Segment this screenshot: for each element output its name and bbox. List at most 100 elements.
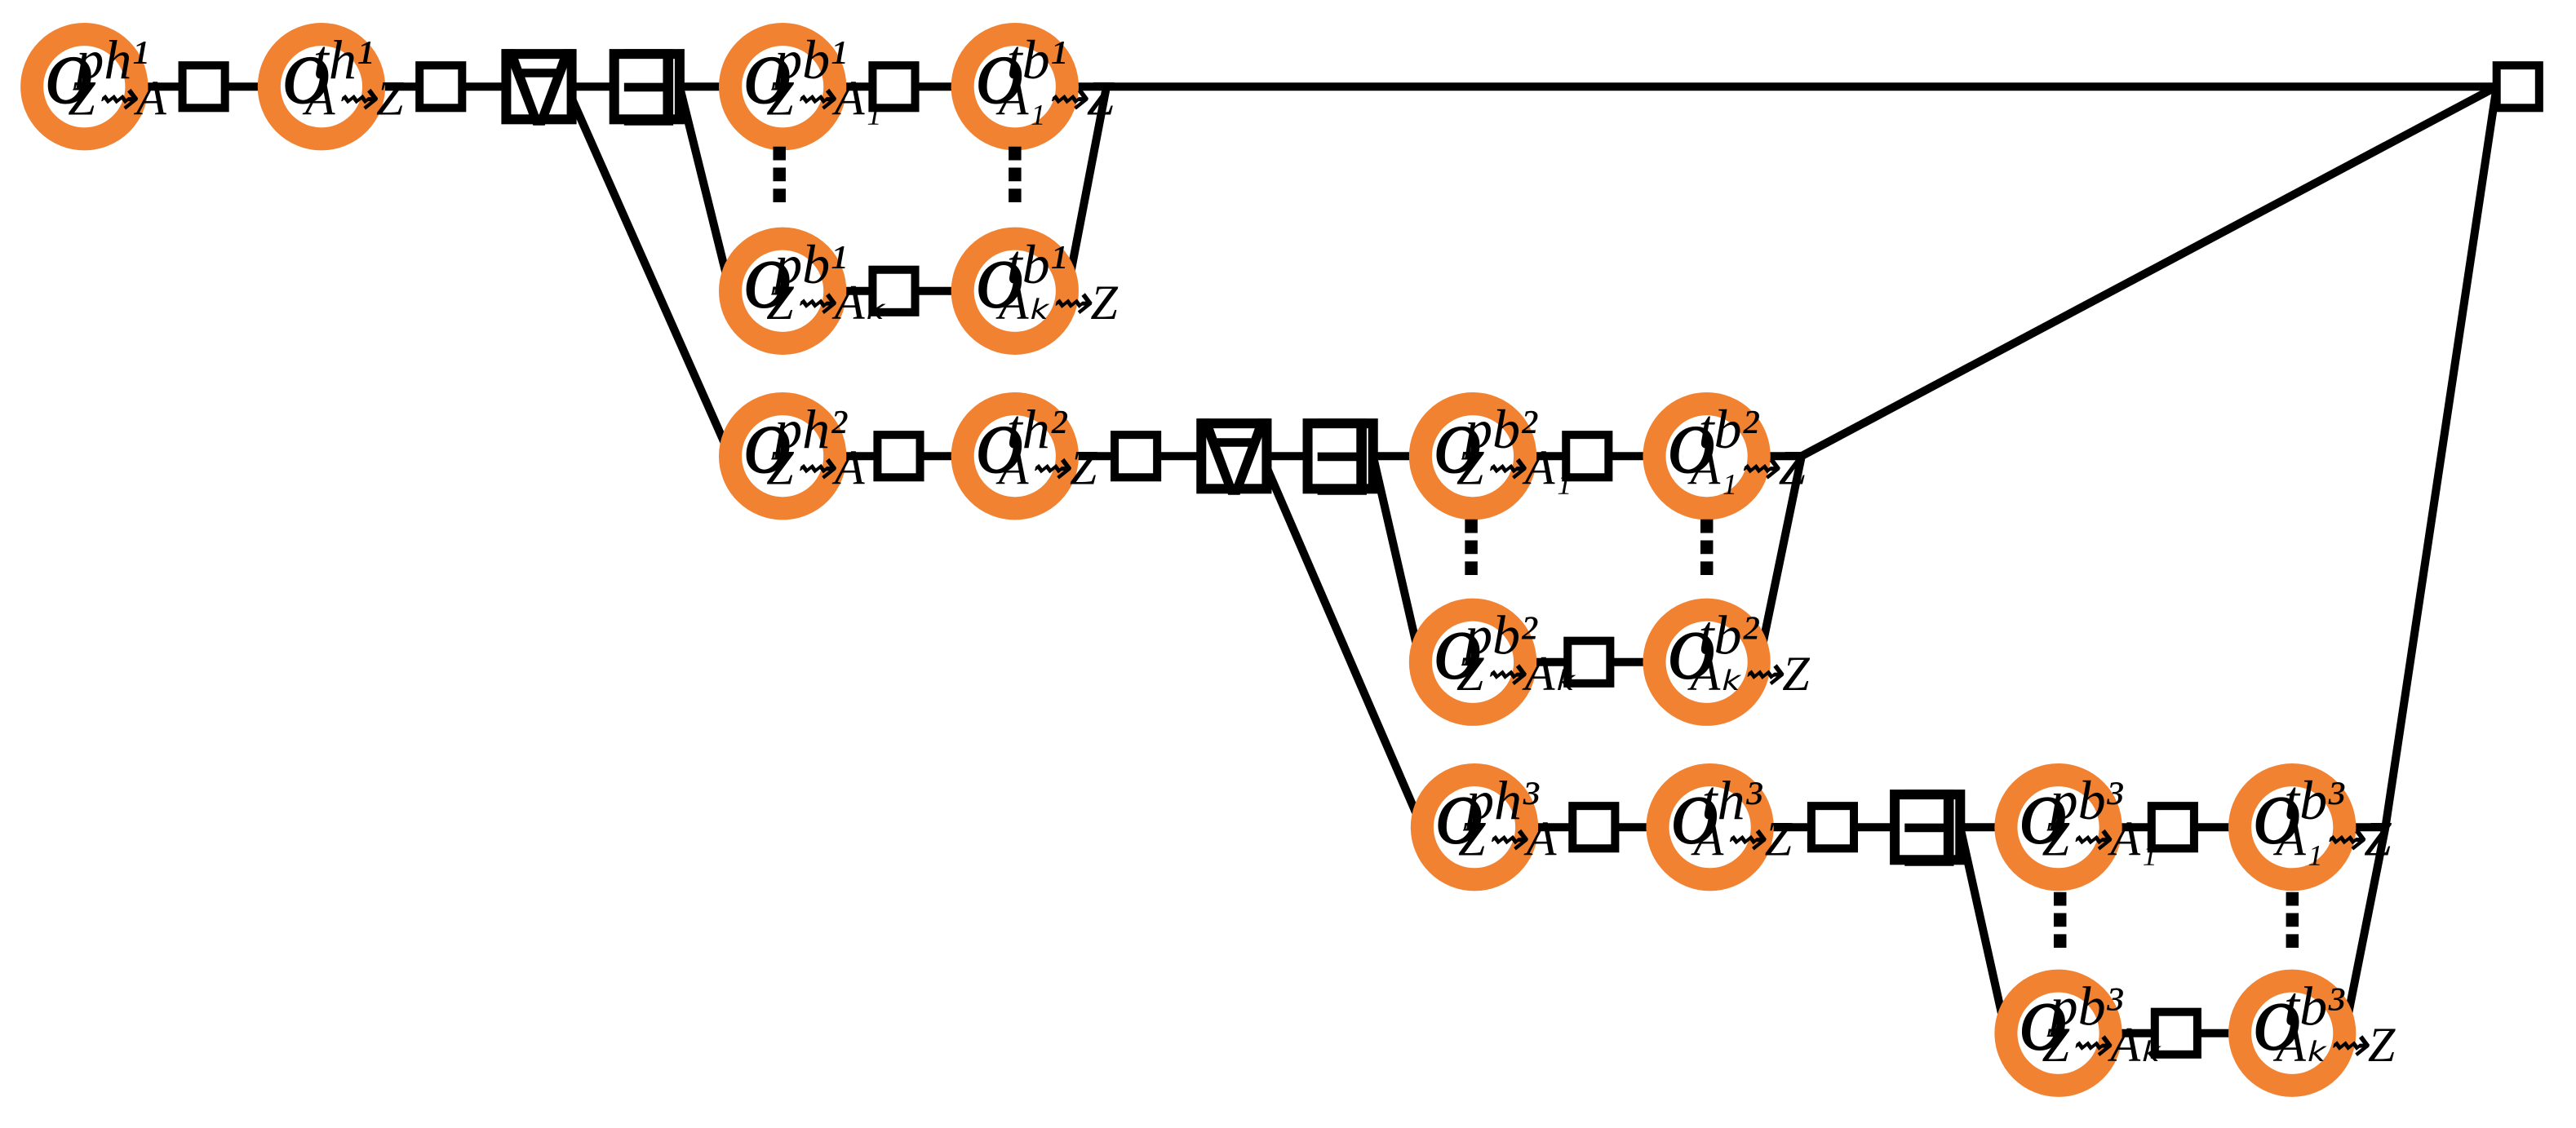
node-ring (257, 23, 386, 151)
factor-square (178, 61, 229, 113)
exists-symbol: ∃ (1307, 399, 1373, 520)
graph-edge (568, 96, 734, 458)
exists-symbol: ∃ (1895, 770, 1961, 891)
exists-factor: ∃ (1302, 399, 1378, 520)
node-subscript: Z⇝A (68, 71, 166, 126)
node-superscript: tb² (1699, 398, 1760, 460)
node-subscript: A⇝Z (1691, 812, 1793, 866)
exists-factor: ∃ (609, 29, 685, 151)
node-superscript: ph³ (1463, 769, 1540, 831)
node-ring (1643, 598, 1771, 726)
node-letter: o (743, 386, 792, 494)
node-letter: o (2253, 757, 2302, 865)
node-letter: o (282, 16, 331, 125)
node-subscript: Aₖ⇝Z (2272, 1018, 2396, 1073)
node-letter: o (976, 386, 1025, 494)
factor-square (868, 61, 920, 113)
node-subscript: A⇝Z (995, 440, 1097, 495)
forall-symbol: ∀ (503, 29, 575, 151)
factor-square (415, 61, 467, 113)
node-superscript: pb¹ (771, 29, 847, 91)
node-ring (1994, 763, 2122, 891)
node-subscript: Aₖ⇝Z (995, 276, 1119, 330)
edges (136, 82, 2501, 1037)
node-ring (1408, 598, 1537, 726)
node-letter: o (1434, 386, 1483, 494)
vertical-ellipsis: ⋮ (2256, 878, 2328, 962)
graph-edge (1062, 86, 1111, 292)
factor-square (1562, 431, 1613, 482)
node-superscript: ph² (771, 398, 848, 460)
node-superscript: pb² (1461, 604, 1538, 666)
node-subscript: Z⇝A₁ (766, 71, 881, 126)
node-subscript: Z⇝Aₖ (766, 276, 886, 330)
factor-square (1807, 802, 1859, 853)
factor-square (868, 265, 920, 316)
factor-square (1111, 431, 1162, 482)
factor-square (1568, 802, 1620, 853)
factor-square (2492, 61, 2543, 113)
graph-edge (2340, 826, 2390, 1034)
quantifier-box (1302, 418, 1378, 494)
node-subscript: Z⇝A₁ (1456, 440, 1572, 495)
vertical-ellipsis: ⋮ (1671, 506, 1743, 590)
factor-square (1563, 636, 1615, 688)
quantifier-box (1890, 790, 1966, 865)
factor-square (2150, 1007, 2201, 1059)
node-subscript: Z⇝A (766, 440, 865, 495)
forall-factor: ∀ (1196, 399, 1272, 520)
node-letter: o (1435, 757, 1484, 865)
graph-edge (676, 86, 734, 292)
node-subscript: Z⇝A (1458, 812, 1557, 866)
ellipsis-marks: ⋮⋮⋮⋮⋮⋮ (743, 133, 2328, 962)
quantifier-box (501, 49, 577, 125)
node-superscript: pb² (1461, 398, 1538, 460)
node-ring (1408, 392, 1537, 520)
node-ring (1410, 763, 1539, 891)
node-subscript: A⇝Z (302, 71, 404, 126)
node-superscript: tb³ (2284, 975, 2345, 1037)
node-superscript: th² (1007, 398, 1068, 460)
node-ring (718, 23, 847, 151)
node-ring (951, 227, 1079, 355)
node-subscript: Aₖ⇝Z (1687, 647, 1811, 701)
node-letter: o (1671, 757, 1720, 865)
graph-edge (1754, 455, 1806, 663)
node-superscript: tb³ (2284, 769, 2345, 831)
node-letter: o (45, 16, 94, 125)
node-letter: o (1668, 592, 1717, 701)
node-subscript: A₁⇝Z (2272, 812, 2392, 866)
factor-square (2147, 802, 2198, 853)
node-superscript: ph¹ (73, 29, 149, 91)
vertical-ellipsis: ⋮ (1435, 506, 1507, 590)
node-ring (20, 23, 149, 151)
graph-edge (1368, 455, 1425, 663)
node-superscript: th³ (1702, 769, 1763, 831)
node-subscript: Z⇝Aₖ (2042, 1018, 2162, 1073)
graph-edge (1262, 466, 1426, 829)
node-letter: o (2019, 757, 2068, 865)
node-letter: o (976, 16, 1025, 125)
node-letter: o (1434, 592, 1483, 701)
forall-factor: ∀ (501, 29, 577, 151)
factors: ∀ ∃ ∀ ∃ ∃ (178, 29, 2543, 1059)
node-ring (951, 23, 1079, 151)
graph-edge (1956, 826, 2011, 1034)
node-superscript: th¹ (313, 29, 373, 91)
factor-square (873, 431, 924, 482)
node-subscript: Z⇝Aₖ (1456, 647, 1576, 701)
